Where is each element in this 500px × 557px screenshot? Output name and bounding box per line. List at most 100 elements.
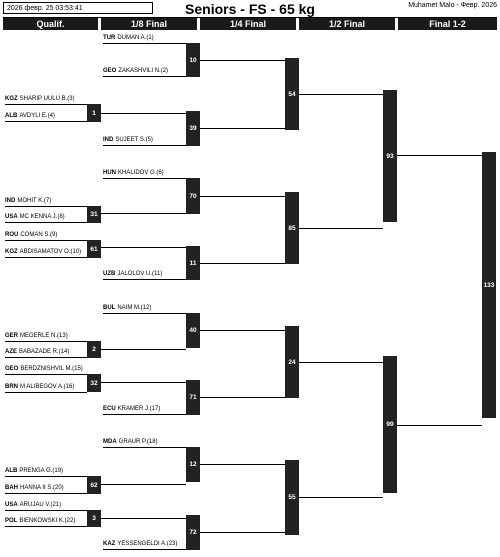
athlete-country: USA — [5, 214, 18, 220]
athlete-country: ALB — [5, 468, 18, 474]
connector-line — [200, 128, 285, 129]
athlete-name: MEGERLE N.(13) — [20, 333, 68, 339]
bout-box: 61 — [87, 240, 101, 258]
athlete-country: KGZ — [5, 249, 18, 255]
athlete-name: ABDISAMATOV O.(10) — [19, 249, 82, 255]
connector-line — [397, 425, 482, 426]
athlete-name: ARUJAU V.(21) — [19, 502, 62, 508]
round-header-1-2-final: 1/2 Final — [299, 18, 395, 30]
connector-line — [200, 60, 285, 61]
bout-box: 39 — [186, 111, 200, 146]
bout-box: 12 — [186, 447, 200, 482]
athlete-line — [5, 526, 87, 527]
athlete-name: KRAMER J.(17) — [117, 406, 161, 412]
connector-line — [101, 518, 186, 519]
bout-box: 93 — [383, 90, 397, 222]
bout-box: 24 — [285, 326, 299, 398]
athlete-country: KGZ — [5, 96, 18, 102]
bout-box: 10 — [186, 43, 200, 77]
athlete-country: BUL — [103, 305, 116, 311]
connector-line — [101, 484, 186, 485]
athlete-line — [103, 313, 186, 314]
athlete-country: HUN — [103, 170, 116, 176]
athlete-line — [103, 549, 186, 550]
bout-box: 71 — [186, 380, 200, 415]
connector-line — [101, 213, 186, 214]
athlete-line — [5, 392, 87, 393]
athlete-line — [103, 279, 186, 280]
page-title: Seniors - FS - 65 kg — [185, 1, 315, 17]
athlete-name: KHALIDOV G.(6) — [118, 170, 164, 176]
connector-line — [101, 382, 186, 383]
athlete-name: COMAN S.(9) — [20, 232, 58, 238]
connector-line — [101, 247, 186, 248]
bout-box: 40 — [186, 313, 200, 348]
athlete-name: AVDYLI E.(4) — [19, 113, 55, 119]
athlete-name: M ALIBEGOV A.(16) — [20, 384, 75, 390]
header-author: Muhamet Malo - Февр. 2026 — [408, 2, 497, 9]
athlete-name: YESSENGELDI A.(23) — [117, 541, 178, 547]
athlete-line — [5, 510, 87, 511]
bout-box: 62 — [87, 476, 101, 494]
connector-line — [200, 397, 285, 398]
bout-box: 54 — [285, 58, 299, 130]
athlete-line — [5, 357, 87, 358]
athlete-country: IND — [5, 198, 16, 204]
athlete-name: MOHIT K.(7) — [17, 198, 52, 204]
round-header-1-8-final: 1/8 Final — [101, 18, 197, 30]
athlete-country: KAZ — [103, 541, 116, 547]
athlete-line — [5, 104, 87, 105]
athlete-country: UZB — [103, 271, 116, 277]
athlete-country: ALB — [5, 113, 18, 119]
athlete-country: AZE — [5, 349, 17, 355]
connector-line — [299, 228, 383, 229]
athlete-name: MC KENNA J.(8) — [19, 214, 65, 220]
bout-box: 32 — [87, 374, 101, 392]
athlete-line — [103, 76, 186, 77]
athlete-line — [5, 476, 87, 477]
connector-line — [299, 94, 383, 95]
connector-line — [200, 263, 285, 264]
bout-box: 55 — [285, 460, 299, 535]
athlete-country: ECU — [103, 406, 116, 412]
athlete-name: JALOLOV U.(11) — [117, 271, 163, 277]
athlete-name: SHARIP UULU B.(3) — [19, 96, 75, 102]
round-header-1-4-final: 1/4 Final — [200, 18, 296, 30]
athlete-name: GRAUR P.(18) — [118, 439, 158, 445]
athlete-country: MDA — [103, 439, 117, 445]
bout-box: 99 — [383, 356, 397, 493]
athlete-country: BAH — [5, 485, 18, 491]
header-timestamp: 2026 февр. 25 03:53:41 — [3, 2, 153, 14]
athlete-line — [103, 145, 186, 146]
athlete-name: BIENKOWSKI K.(22) — [19, 518, 76, 524]
athlete-line — [5, 222, 87, 223]
athlete-name: DUMAN A.(1) — [117, 35, 154, 41]
bout-box: 1 — [87, 104, 101, 122]
connector-line — [200, 196, 285, 197]
connector-line — [299, 362, 383, 363]
connector-line — [101, 113, 186, 114]
athlete-line — [5, 374, 87, 375]
athlete-name: BERDZNISHVIL M.(15) — [20, 366, 83, 372]
bout-box: 133 — [482, 152, 496, 418]
connector-line — [397, 155, 482, 156]
title-rule — [3, 17, 497, 18]
athlete-name: ZAKASHVILI N.(2) — [118, 68, 169, 74]
